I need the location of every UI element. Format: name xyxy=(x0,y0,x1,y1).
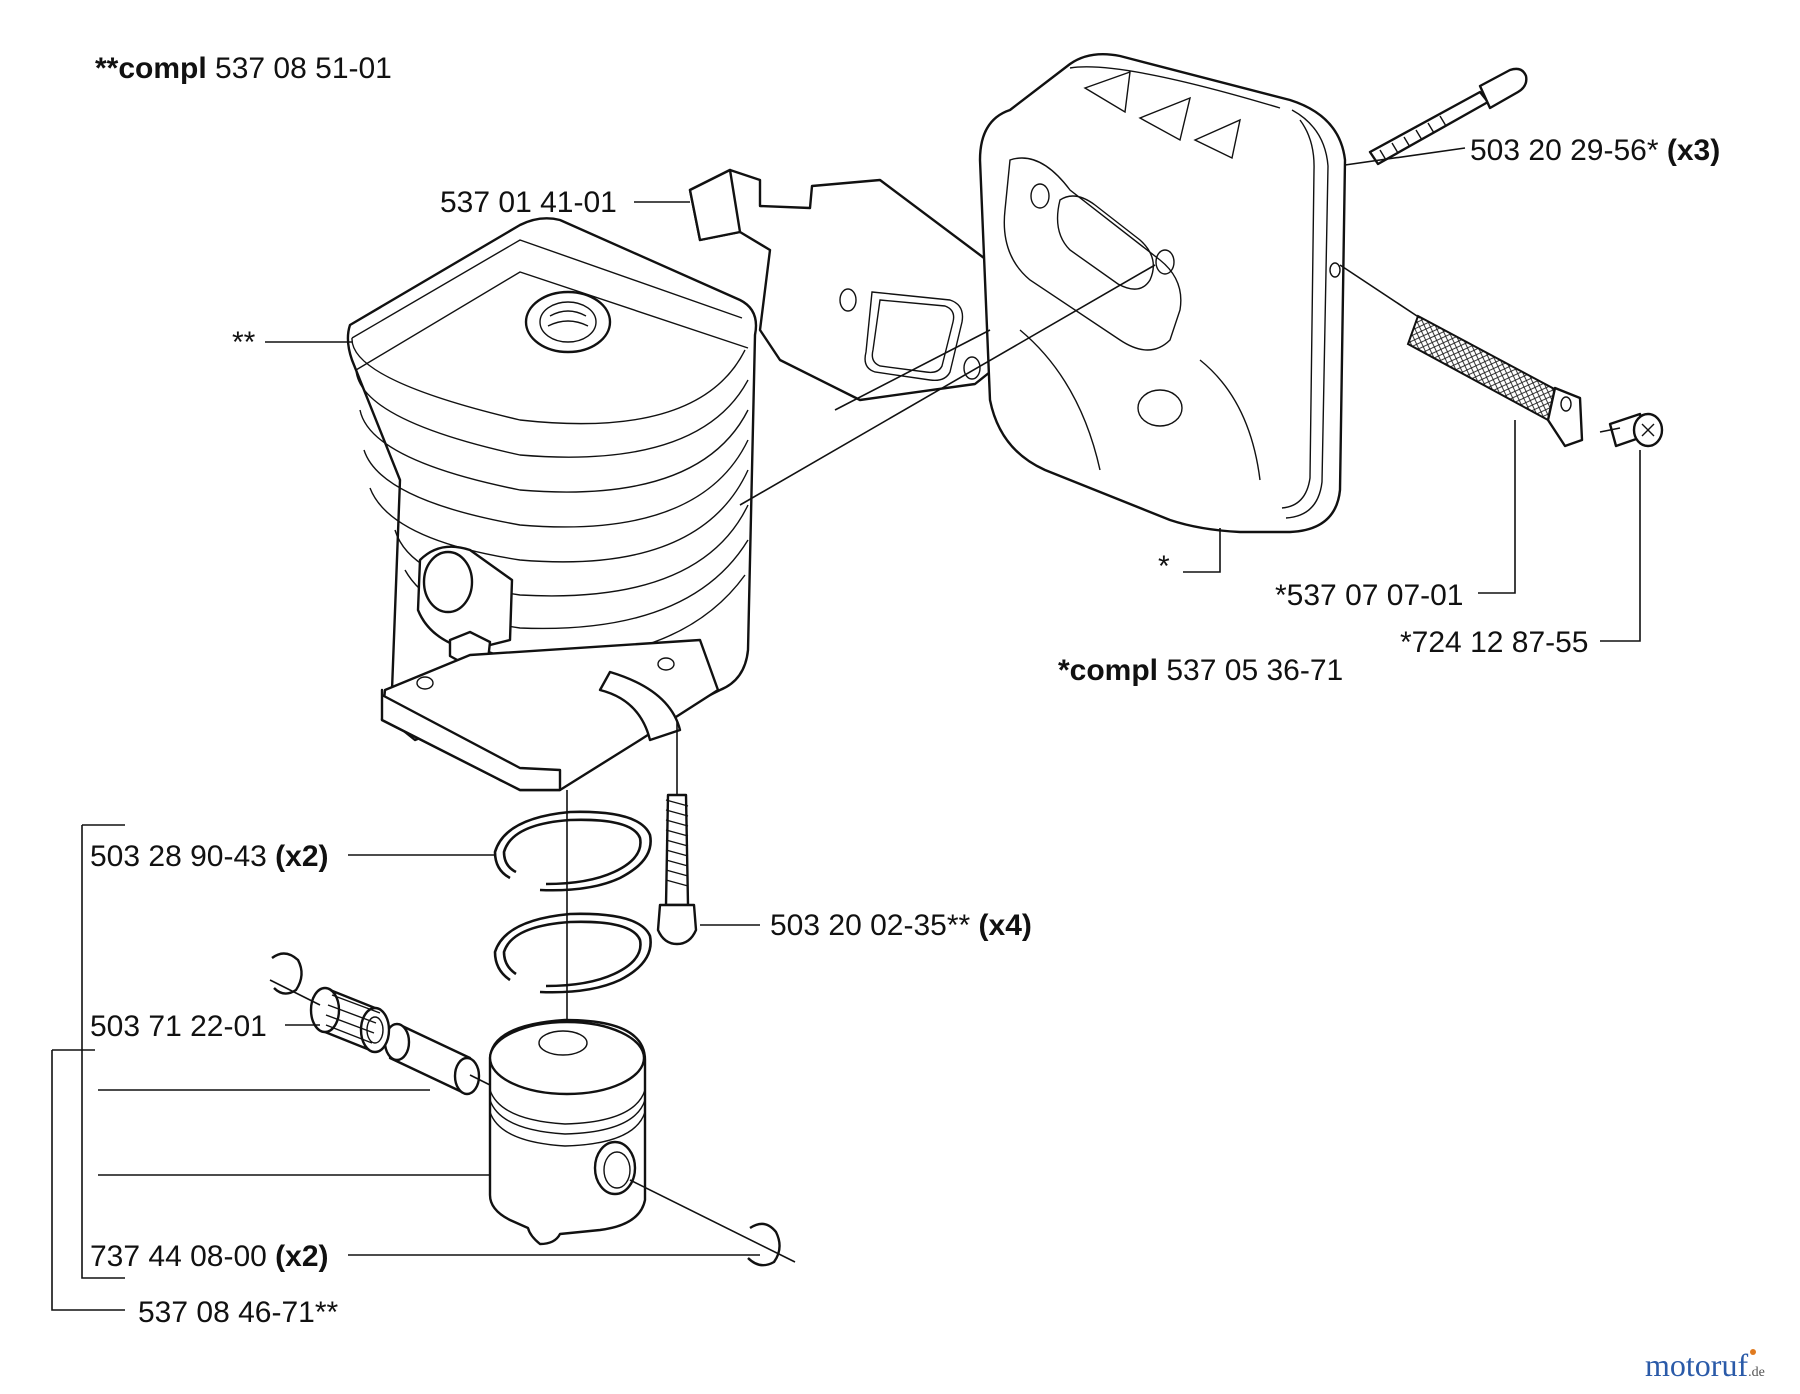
label-piston-ring-qty: (x2) xyxy=(275,840,328,873)
watermark-brand: motoruf xyxy=(1645,1347,1748,1383)
label-muffler: * xyxy=(1158,550,1170,583)
label-needle-bearing: 503 71 22-01 xyxy=(90,1010,267,1043)
label-cylinder-bolt: 503 20 02-35** (x4) xyxy=(770,909,1032,942)
label-muffler-bolt: 503 20 29-56* (x3) xyxy=(1470,134,1720,167)
cylinder xyxy=(346,217,758,792)
muffler xyxy=(978,53,1347,534)
piston-ring-lower xyxy=(493,912,652,994)
label-circlip-number: 737 44 08-00 xyxy=(90,1240,267,1273)
heat-shield-bracket xyxy=(688,168,1002,402)
leader-lines xyxy=(51,147,1641,1311)
assembly-lines xyxy=(269,264,1621,1263)
watermark-dot xyxy=(1750,1349,1756,1355)
kit-label-cylinder: **compl 537 08 51-01 xyxy=(95,52,392,85)
kit-number: 537 08 51-01 xyxy=(215,52,392,85)
piston-ring-upper xyxy=(493,810,652,892)
circlip-right xyxy=(747,1222,781,1267)
label-muffler-bolt-number: 503 20 29-56* xyxy=(1470,134,1659,167)
label-spark-screen: *537 07 07-01 xyxy=(1275,579,1464,612)
label-circlip: 737 44 08-00 (x2) xyxy=(90,1240,329,1273)
kit-prefix: *compl xyxy=(1058,654,1158,687)
label-cylinder-bolt-qty: (x4) xyxy=(979,909,1032,942)
svg-text:motoruf.de: motoruf.de xyxy=(1645,1347,1765,1383)
piston-pin xyxy=(383,1022,481,1096)
label-piston-kit: 537 08 46-71** xyxy=(138,1296,338,1329)
label-piston-ring: 503 28 90-43 (x2) xyxy=(90,840,329,873)
label-piston-ring-number: 503 28 90-43 xyxy=(90,840,267,873)
needle-bearing xyxy=(309,986,391,1054)
svg-text:**compl 537 08 51-01: **compl 537 08 51-01 xyxy=(95,52,392,85)
label-cylinder: ** xyxy=(232,326,256,359)
kit-number: 537 05 36-71 xyxy=(1166,654,1343,687)
circlip-left xyxy=(271,952,303,995)
kit-label-muffler: *compl 537 05 36-71 xyxy=(1058,654,1343,687)
label-circlip-qty: (x2) xyxy=(275,1240,328,1273)
label-cylinder-bolt-number: 503 20 02-35** xyxy=(770,909,970,942)
watermark-domain: .de xyxy=(1748,1365,1765,1380)
piston xyxy=(488,1018,647,1246)
screen-screw xyxy=(1608,412,1664,448)
muffler-bolt xyxy=(1368,67,1528,166)
spark-arrestor-screen xyxy=(1406,314,1584,448)
kit-prefix: **compl xyxy=(95,52,207,85)
label-screen-screw: *724 12 87-55 xyxy=(1400,626,1589,659)
cylinder-bolt xyxy=(656,793,698,946)
label-bracket: 537 01 41-01 xyxy=(440,186,617,219)
svg-text:*compl 537 05 36-71: *compl 537 05 36-71 xyxy=(1058,654,1343,687)
label-muffler-bolt-qty: (x3) xyxy=(1667,134,1720,167)
watermark-logo: motoruf.de xyxy=(1645,1347,1765,1383)
